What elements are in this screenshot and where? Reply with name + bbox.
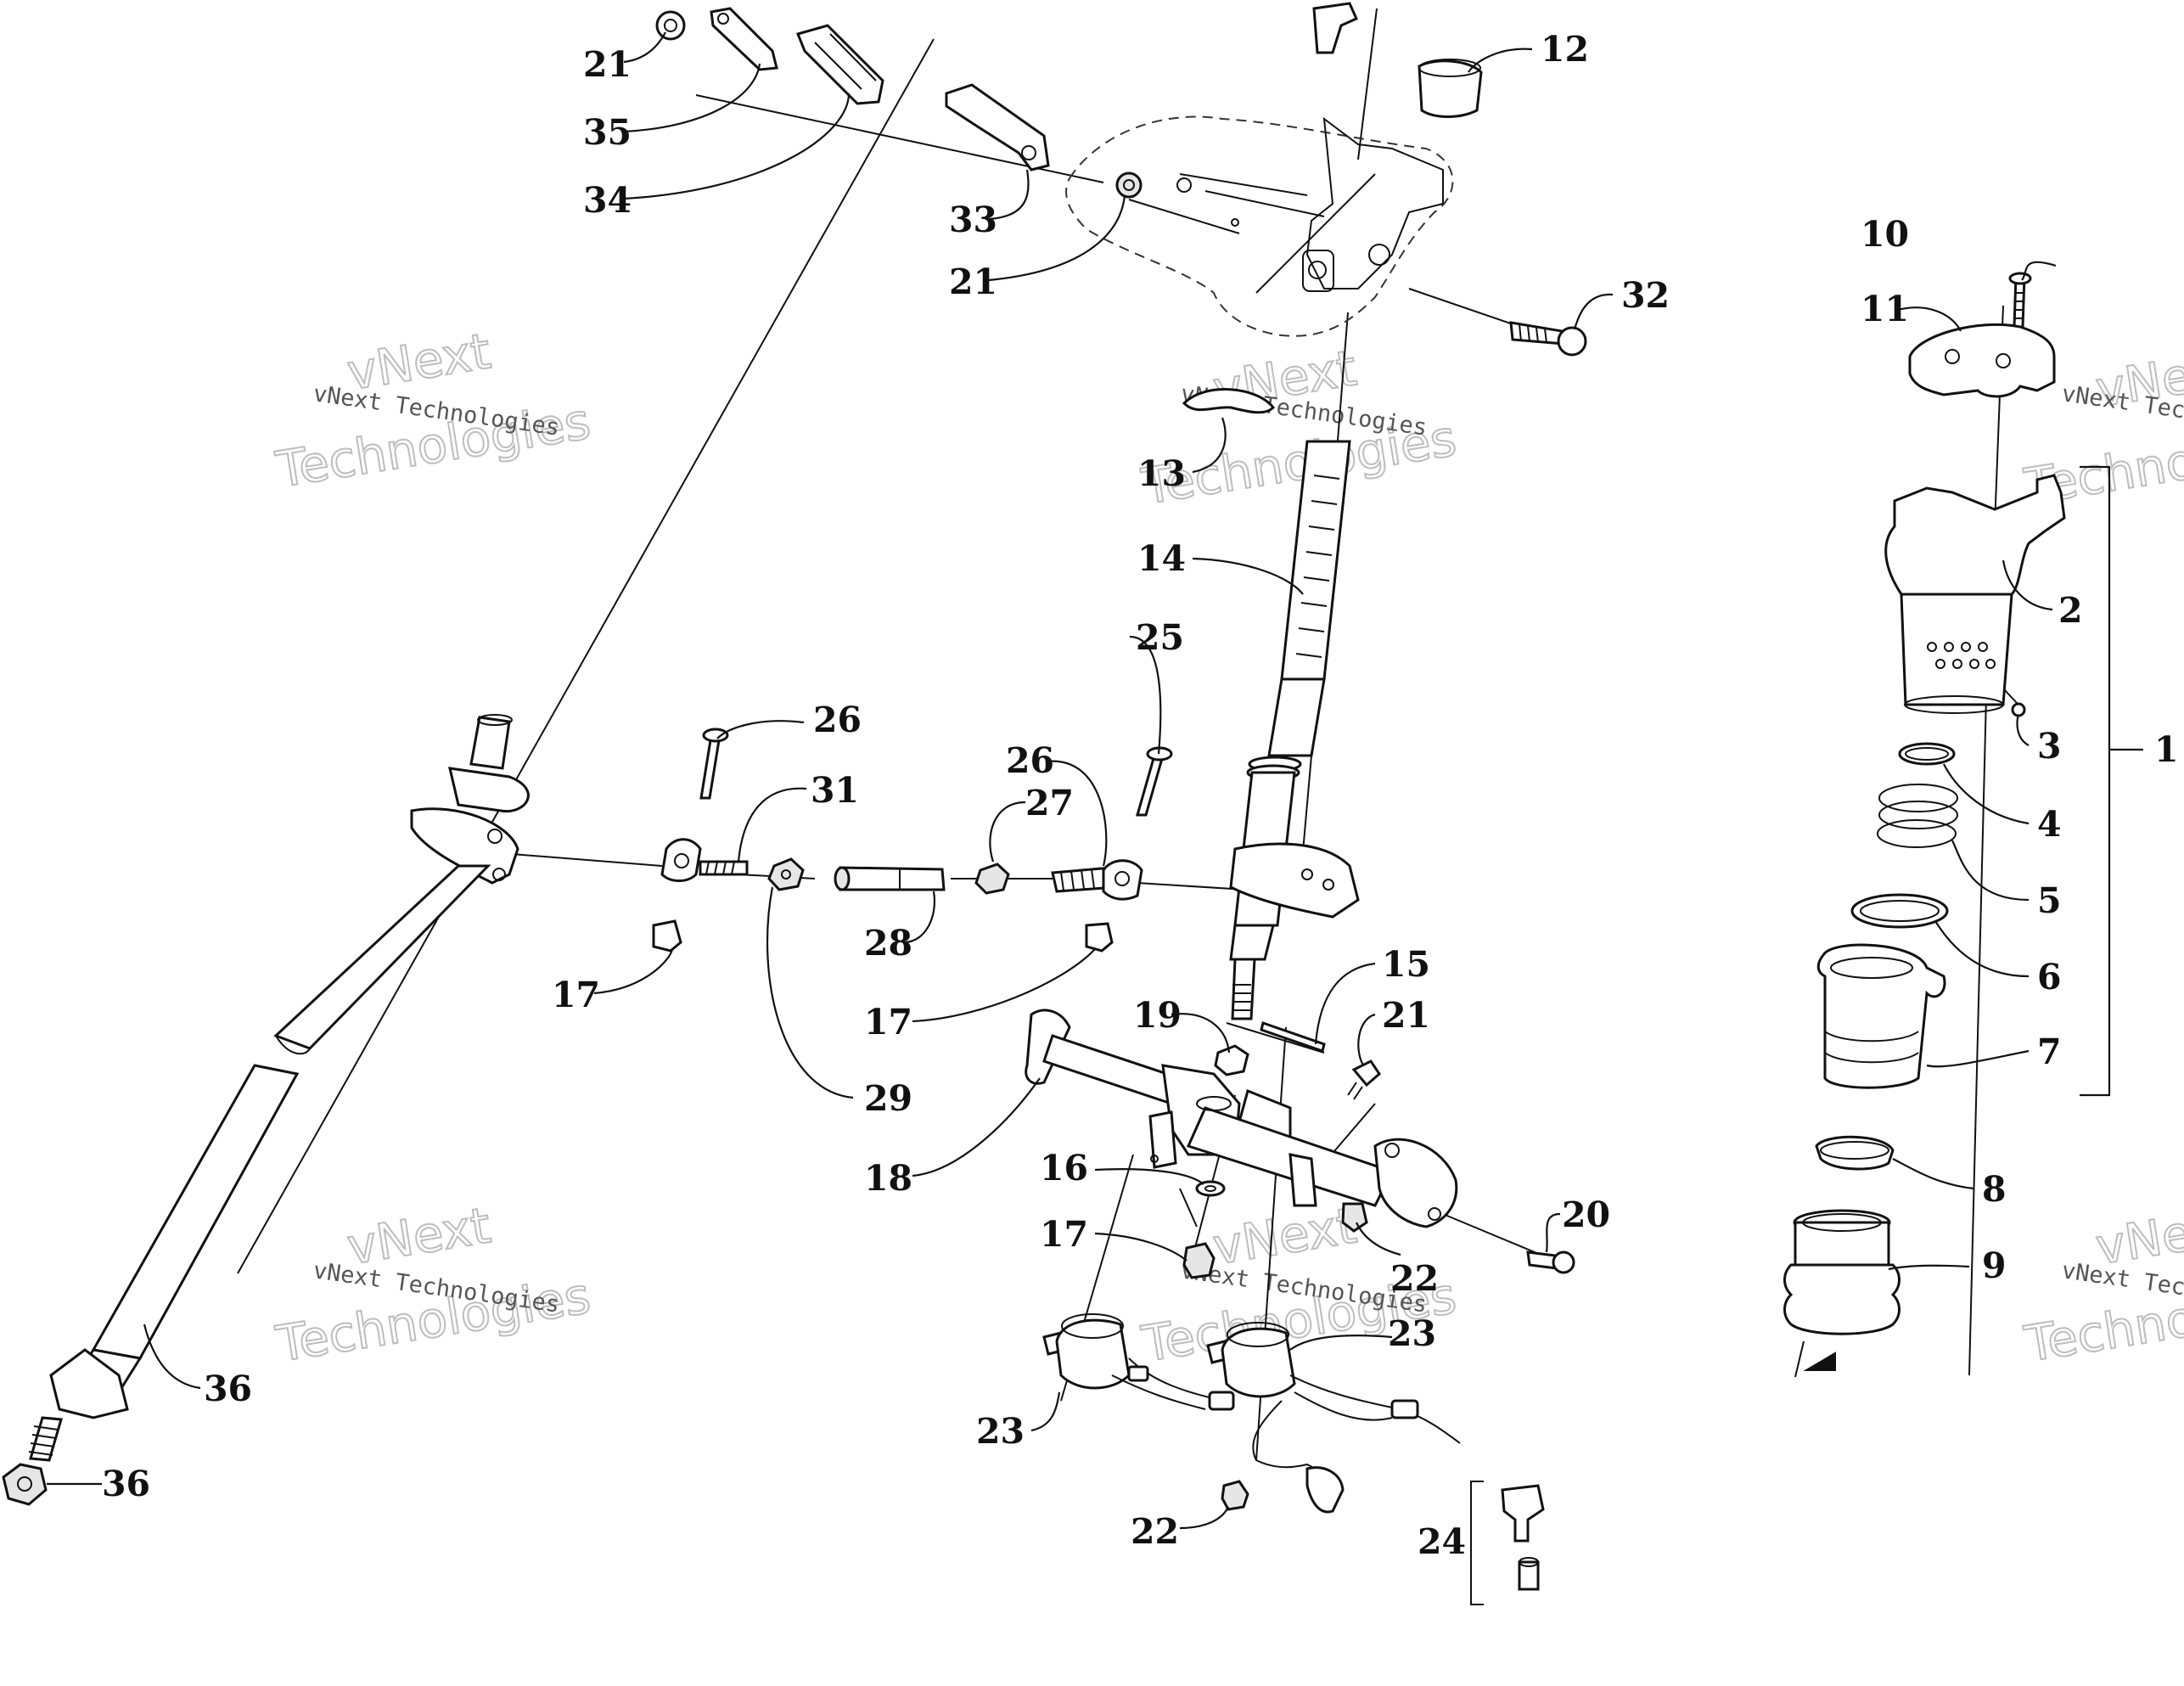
callout-35: 36 <box>204 1368 252 1409</box>
callout-17-a: 17 <box>552 975 600 1015</box>
nut-21-top <box>655 10 686 41</box>
callout-9: 9 <box>1982 1245 2007 1286</box>
callout-26-a: 26 <box>813 700 862 740</box>
lever-34 <box>710 7 778 71</box>
callout-24: 24 <box>1418 1521 1466 1562</box>
callout-25: 25 <box>1136 617 1184 658</box>
callout-5: 5 <box>2037 880 2062 921</box>
callout-21-a: 21 <box>583 44 632 85</box>
callout-14: 14 <box>1137 538 1186 579</box>
cotter-pin-15 <box>1260 1021 1326 1053</box>
callout-22-a: 22 <box>1390 1258 1439 1299</box>
callout-36: 36 <box>102 1464 150 1504</box>
leader-lines <box>47 31 2057 1530</box>
small-fasteners <box>1182 1044 1575 1511</box>
tie-rod-assembly <box>652 728 1173 953</box>
callout-1: 1 <box>2154 729 2179 770</box>
nut-36 <box>2 1463 48 1506</box>
callout-21-b: 21 <box>949 261 997 302</box>
callout-16: 16 <box>1040 1148 1088 1189</box>
handlebar-console-outline <box>1065 115 1454 337</box>
callout-20: 20 <box>1562 1194 1610 1235</box>
steering-post-14 <box>1182 388 1360 1020</box>
callout-10: 10 <box>1861 214 1909 255</box>
callout-28: 28 <box>864 923 912 964</box>
steering-support-18 <box>1025 1009 1458 1228</box>
callout-17-c: 17 <box>1040 1214 1088 1255</box>
spark-cap-kit-24 <box>1470 1481 1545 1605</box>
callout-23-a: 23 <box>1388 1313 1436 1354</box>
callout-23-b: 23 <box>976 1411 1025 1452</box>
callout-8: 8 <box>1982 1169 2007 1210</box>
assembly-axis-lines <box>237 8 2018 1461</box>
callout-4: 4 <box>2037 804 2062 845</box>
ignition-coils-23 <box>1042 1313 1461 1514</box>
callout-17-b: 17 <box>864 1002 912 1043</box>
callout-2: 2 <box>2058 590 2083 631</box>
washer-19 <box>1214 1044 1249 1076</box>
callout-15: 15 <box>1382 944 1430 985</box>
cap-12 <box>1312 2 1483 118</box>
callout-18: 18 <box>864 1158 912 1199</box>
callout-30: 31 <box>811 770 859 811</box>
bolt-31 <box>1509 321 1587 357</box>
callout-22-b: 22 <box>1131 1511 1179 1552</box>
callout-29: 29 <box>864 1078 912 1119</box>
washer-16 <box>1195 1180 1226 1197</box>
callout-34: 35 <box>583 112 632 153</box>
callout-6: 6 <box>2037 957 2062 998</box>
callout-7: 7 <box>2037 1031 2062 1072</box>
callout-3: 3 <box>2037 726 2062 767</box>
callout-13: 13 <box>1137 453 1186 494</box>
callout-31: 32 <box>1621 275 1670 316</box>
callout-11: 11 <box>1861 289 1909 329</box>
callout-19: 19 <box>1133 995 1182 1036</box>
bolt-21-lower <box>1351 1059 1381 1087</box>
callout-labels: 21 35 34 33 21 12 32 13 14 15 21 19 16 1… <box>102 29 2179 1562</box>
callout-33: 34 <box>583 180 632 221</box>
nut-22-lower <box>1221 1480 1249 1511</box>
throttle-lever-parts <box>655 7 1143 199</box>
callout-32: 33 <box>949 200 997 240</box>
steering-arm-35 <box>28 714 530 1462</box>
callout-27: 27 <box>1025 783 1074 823</box>
callout-26-b: 26 <box>1006 740 1054 781</box>
callout-12: 12 <box>1541 29 1589 70</box>
callout-21-c: 21 <box>1382 995 1430 1036</box>
steering-post-housing-stack <box>1783 272 2143 1378</box>
throttle-block-33 <box>795 24 884 105</box>
front-arrow-icon <box>1803 1352 1836 1371</box>
nut-21-mid <box>1115 171 1143 199</box>
nut-22-upper <box>1341 1202 1368 1233</box>
watermark-group: vNext Technologies vNext Technologies vN… <box>271 321 2184 1374</box>
nut-17-bottom <box>1182 1242 1216 1279</box>
snap-ring-13 <box>1182 388 1276 414</box>
